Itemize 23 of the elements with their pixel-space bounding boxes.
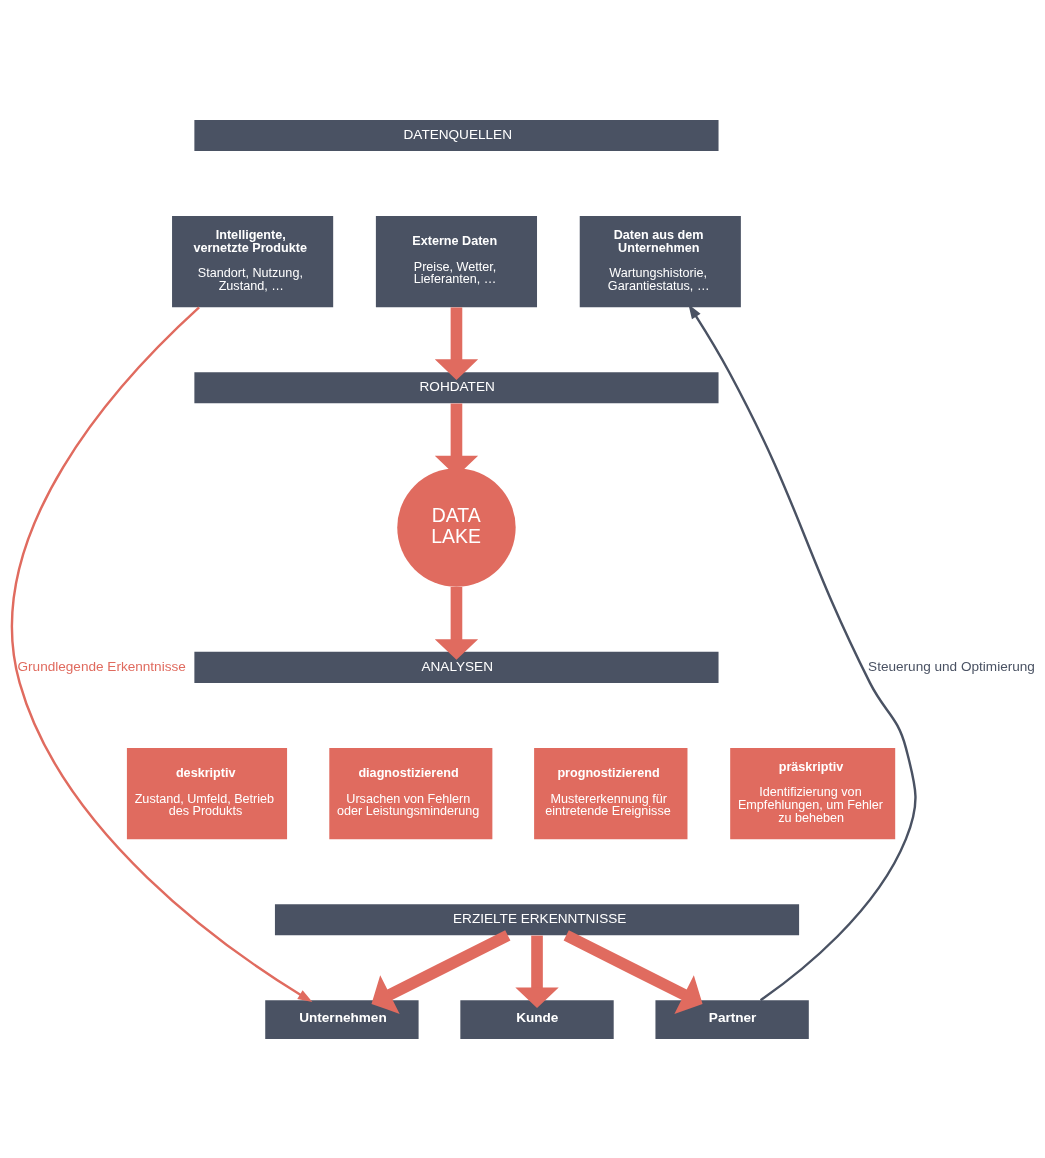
- arrow: [434, 586, 479, 660]
- node-box: diagnostizierend Ursachen von Fehlern oder Leistungsminderung: [329, 747, 493, 839]
- node-box: ERZIELTE ERKENNTNISSE: [274, 903, 800, 935]
- arrow: [563, 929, 703, 1014]
- node-box: prognostizierend Mustererkennung für eintretende Ereignisse: [534, 747, 688, 839]
- node-box: deskriptiv Zustand, Umfeld, Betrieb des Produkts: [126, 747, 288, 839]
- edge-label: Steuerung und Optimierung: [868, 658, 1035, 674]
- node-box: ROHDATEN: [194, 371, 719, 403]
- node-box: Intelligente, vernetzte Produkte Standort, Nutzung, Zustand, …: [172, 215, 334, 307]
- node-box: präskriptiv Identifizierung von Empfehlungen, um Fehler zu beheben: [730, 747, 896, 839]
- node-box: Externe Daten Preise, Wetter, Lieferanten, …: [375, 215, 537, 307]
- node-box: DATENQUELLEN: [194, 119, 719, 151]
- arrow: [515, 935, 559, 1008]
- arrow: [11, 305, 313, 1002]
- node-box: ANALYSEN: [194, 651, 719, 683]
- node-box: Kunde: [460, 999, 614, 1039]
- node-box: Unternehmen: [265, 999, 419, 1039]
- arrow: [434, 306, 479, 380]
- node-box: Daten aus dem Unternehmen Wartungshistorie, Garantiestatus, …: [579, 215, 741, 307]
- edge-label: Grundlegende Erkenntnisse: [17, 658, 186, 674]
- arrow: [371, 929, 511, 1014]
- node-box: Partner: [655, 999, 809, 1039]
- node-circle: DATA LAKE: [397, 467, 516, 587]
